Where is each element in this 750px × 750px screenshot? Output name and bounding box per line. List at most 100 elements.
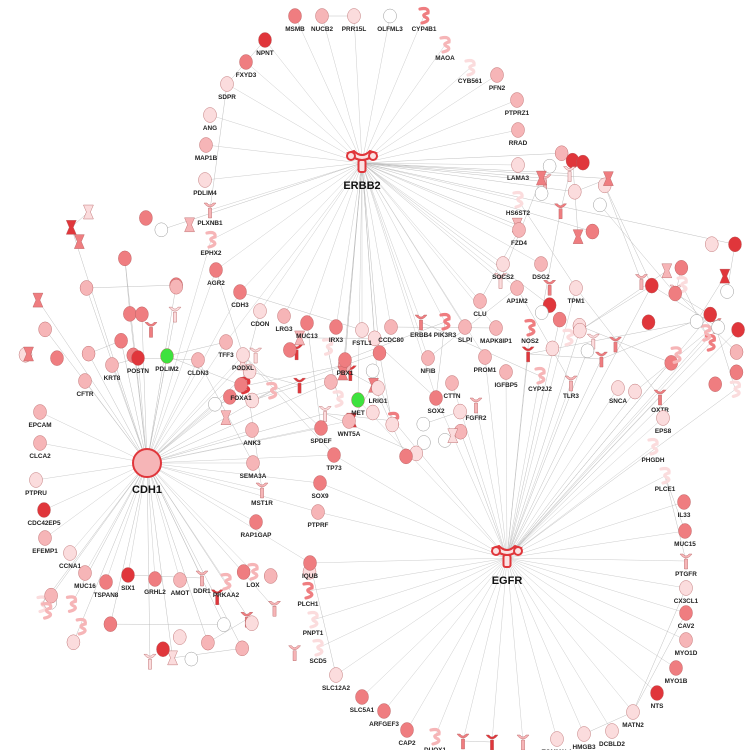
gene-node — [456, 733, 470, 750]
gene-label: OLFML3 — [377, 26, 403, 33]
gene-node — [485, 734, 499, 750]
gene-node — [63, 545, 77, 561]
network-node — [399, 448, 413, 465]
gene-label: MAPK8IP1 — [480, 338, 512, 345]
gene-label: ANG — [203, 125, 217, 132]
gene-label: PIK3R3 — [434, 332, 457, 339]
gene-label: MATN2 — [622, 722, 644, 729]
gene-node — [512, 190, 524, 209]
gene-node — [669, 660, 683, 676]
network-node — [543, 280, 557, 296]
gene-label: PHGDH — [641, 457, 664, 464]
network-node — [184, 651, 199, 667]
gene-label: MYO1D — [675, 650, 698, 657]
gene-node — [199, 137, 213, 153]
gene-node — [677, 494, 691, 510]
network-node — [603, 171, 614, 186]
gene-node — [173, 572, 187, 588]
gene-label: PRKAA2 — [213, 592, 240, 599]
gene-node — [418, 6, 430, 25]
gene-node — [277, 308, 291, 324]
network-node — [118, 250, 132, 267]
gene-node — [458, 319, 472, 335]
network-node — [135, 306, 149, 322]
network-node — [208, 396, 222, 412]
gene-node — [499, 364, 513, 380]
network-node — [729, 380, 742, 399]
gene-node — [605, 723, 619, 739]
network-node — [372, 345, 387, 361]
network-node — [641, 314, 656, 330]
gene-node — [510, 280, 524, 296]
gene-label: CLCA2 — [29, 453, 51, 460]
network-node — [173, 629, 187, 645]
gene-node — [439, 312, 451, 331]
network-node — [576, 154, 590, 171]
gene-label: NTS — [651, 703, 665, 710]
gene-label: SPDEF — [310, 438, 331, 445]
network-node — [245, 615, 259, 631]
network-node — [731, 322, 745, 338]
gene-node — [351, 392, 365, 408]
gene-label: DDR1 — [193, 588, 211, 595]
gene-label: PROM1 — [474, 367, 497, 374]
gene-label: PLCE1 — [655, 486, 676, 493]
gene-node — [626, 704, 640, 720]
gene-node — [198, 172, 212, 188]
gene-node — [679, 580, 693, 596]
gene-label: PTPRZ1 — [505, 110, 530, 117]
gene-node — [569, 280, 583, 296]
network-node — [139, 210, 153, 226]
gene-node — [255, 482, 269, 499]
gene-label: TLR3 — [563, 393, 579, 400]
gene-node — [377, 703, 391, 719]
network-node — [81, 345, 96, 362]
network-node — [670, 346, 682, 364]
gene-label: PTPRF — [308, 522, 329, 529]
network-node — [554, 203, 567, 219]
gene-label: PTPRU — [25, 490, 47, 497]
gene-label: TSPAN8 — [94, 592, 119, 599]
network-node — [324, 374, 338, 390]
network-node — [729, 364, 744, 380]
network-node — [453, 403, 467, 420]
network-node — [44, 587, 58, 604]
network-node — [416, 416, 431, 432]
hub-node — [132, 448, 162, 478]
gene-node — [611, 380, 625, 396]
gene-node — [315, 8, 329, 24]
network-node — [167, 650, 178, 666]
gene-label: POSTN — [127, 368, 149, 375]
network-node — [545, 340, 560, 357]
network-node — [74, 234, 85, 249]
gene-label: SOX2 — [427, 408, 444, 415]
gene-label: CX3CL1 — [674, 598, 699, 605]
hub-node — [491, 544, 523, 568]
network-node — [585, 223, 600, 240]
gene-node — [246, 455, 260, 471]
network-node — [169, 278, 183, 295]
network-node — [210, 589, 224, 605]
gene-label: MSMB — [285, 26, 305, 33]
gene-node — [338, 352, 352, 368]
gene-label: ERBB4 — [410, 332, 432, 339]
gene-label: EPHX2 — [201, 250, 222, 257]
gene-node — [490, 67, 504, 83]
gene-node — [302, 581, 314, 600]
gene-node — [489, 320, 503, 336]
gene-label: NFIB — [421, 368, 436, 375]
network-node — [521, 346, 535, 363]
gene-label: NOS2 — [521, 338, 539, 345]
gene-label: CCDC80 — [378, 337, 404, 344]
gene-label: PNPT1 — [303, 630, 324, 637]
gene-node — [342, 413, 356, 429]
gene-label: EPCAM — [28, 422, 51, 429]
hub-label: EGFR — [492, 575, 523, 587]
network-node — [266, 381, 278, 400]
network-node — [568, 184, 582, 200]
network-node — [593, 197, 607, 213]
network-node — [32, 292, 44, 308]
gene-label: PDLIM2 — [155, 366, 179, 373]
network-node — [23, 346, 34, 362]
